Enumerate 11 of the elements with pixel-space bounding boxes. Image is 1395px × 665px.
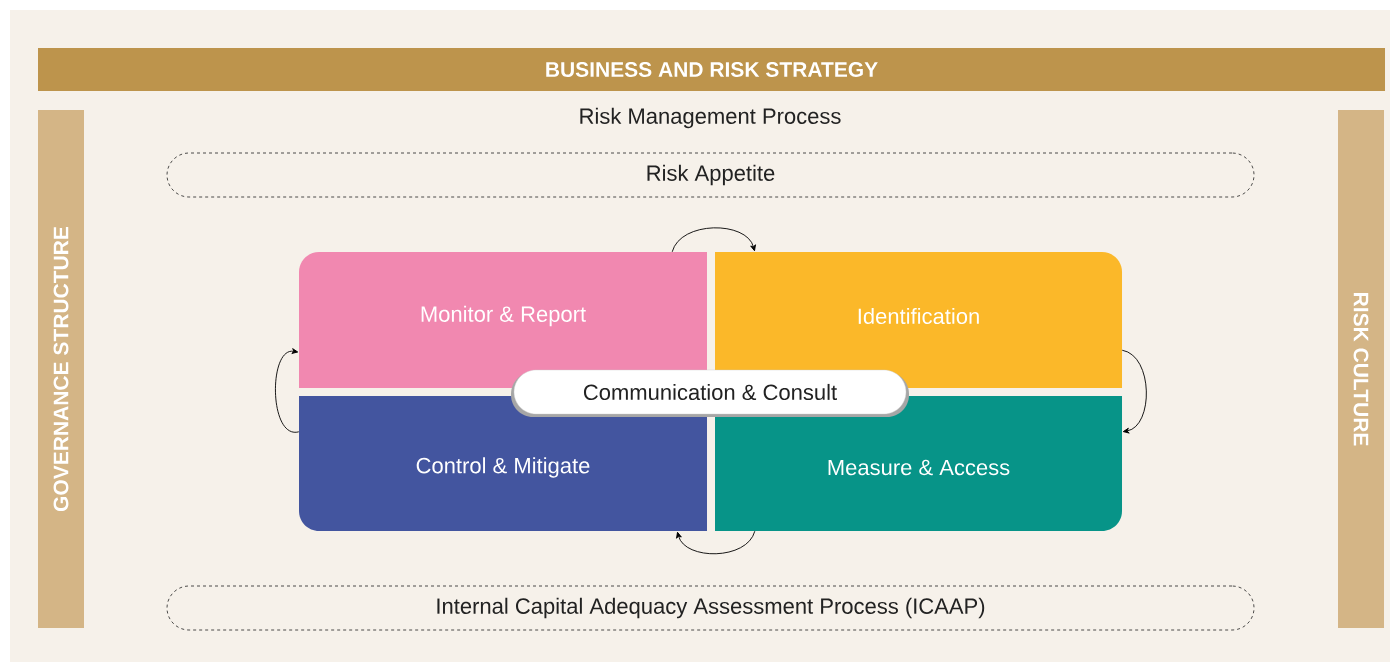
band: GOVERNANCE STRUCTURE	[38, 110, 84, 628]
band: BUSINESS AND RISK STRATEGY	[38, 48, 1385, 91]
curved-arrow	[671, 227, 756, 253]
dashed-box: Internal Capital Adequacy Assessment Process (ICAAP)	[166, 585, 1255, 631]
dashed-box: Risk Appetite	[166, 152, 1255, 198]
curved-arrow	[676, 530, 756, 555]
pill-box: Communication & Consult	[511, 369, 909, 417]
heading: Risk Management Process	[580, 107, 841, 129]
band: RISK CULTURE	[1338, 110, 1384, 628]
curved-arrow	[1121, 349, 1147, 434]
curved-arrow	[275, 348, 300, 433]
